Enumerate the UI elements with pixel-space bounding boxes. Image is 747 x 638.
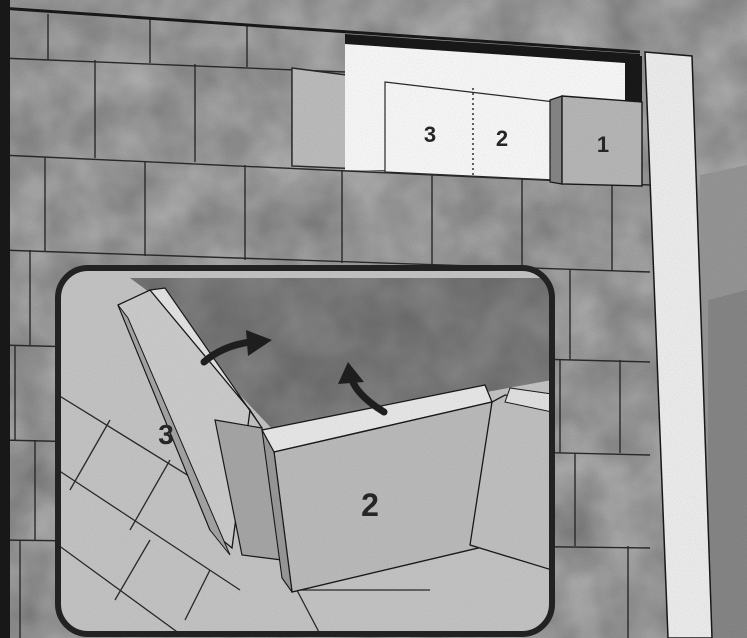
block-1-label: 1: [597, 132, 609, 157]
inset-block-2-label: 2: [361, 487, 379, 523]
slot-3-label: 3: [424, 122, 436, 147]
inset-block-3-label: 3: [158, 419, 174, 450]
inset-detail: [58, 268, 552, 634]
slot-2-label: 2: [496, 126, 508, 151]
